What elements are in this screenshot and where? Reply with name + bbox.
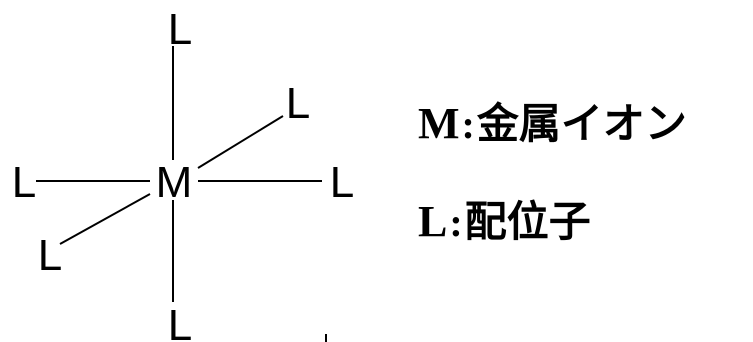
legend-description: 配位子 [464, 197, 591, 246]
legend-row-ligand: L : 配位子 [418, 188, 591, 249]
ligand-label-right: L [330, 158, 354, 207]
metal-center-label: M [156, 158, 193, 207]
ligand-label-upper-right: L [286, 79, 310, 128]
legend-symbol: M [418, 99, 460, 148]
legend-description: 金属イオン [476, 99, 687, 148]
bond-lower-left [59, 193, 151, 245]
bond-upper-right [197, 115, 284, 169]
legend-separator: : [449, 200, 463, 245]
legend-row-metal: M : 金属イオン [418, 90, 687, 151]
legend-symbol: L [418, 197, 448, 246]
ligand-label-left: L [12, 158, 36, 207]
ligand-label-lower-left: L [38, 231, 62, 280]
legend-separator: : [461, 102, 475, 147]
ligand-label-top: L [168, 5, 192, 54]
ligand-label-bottom: L [168, 301, 192, 342]
